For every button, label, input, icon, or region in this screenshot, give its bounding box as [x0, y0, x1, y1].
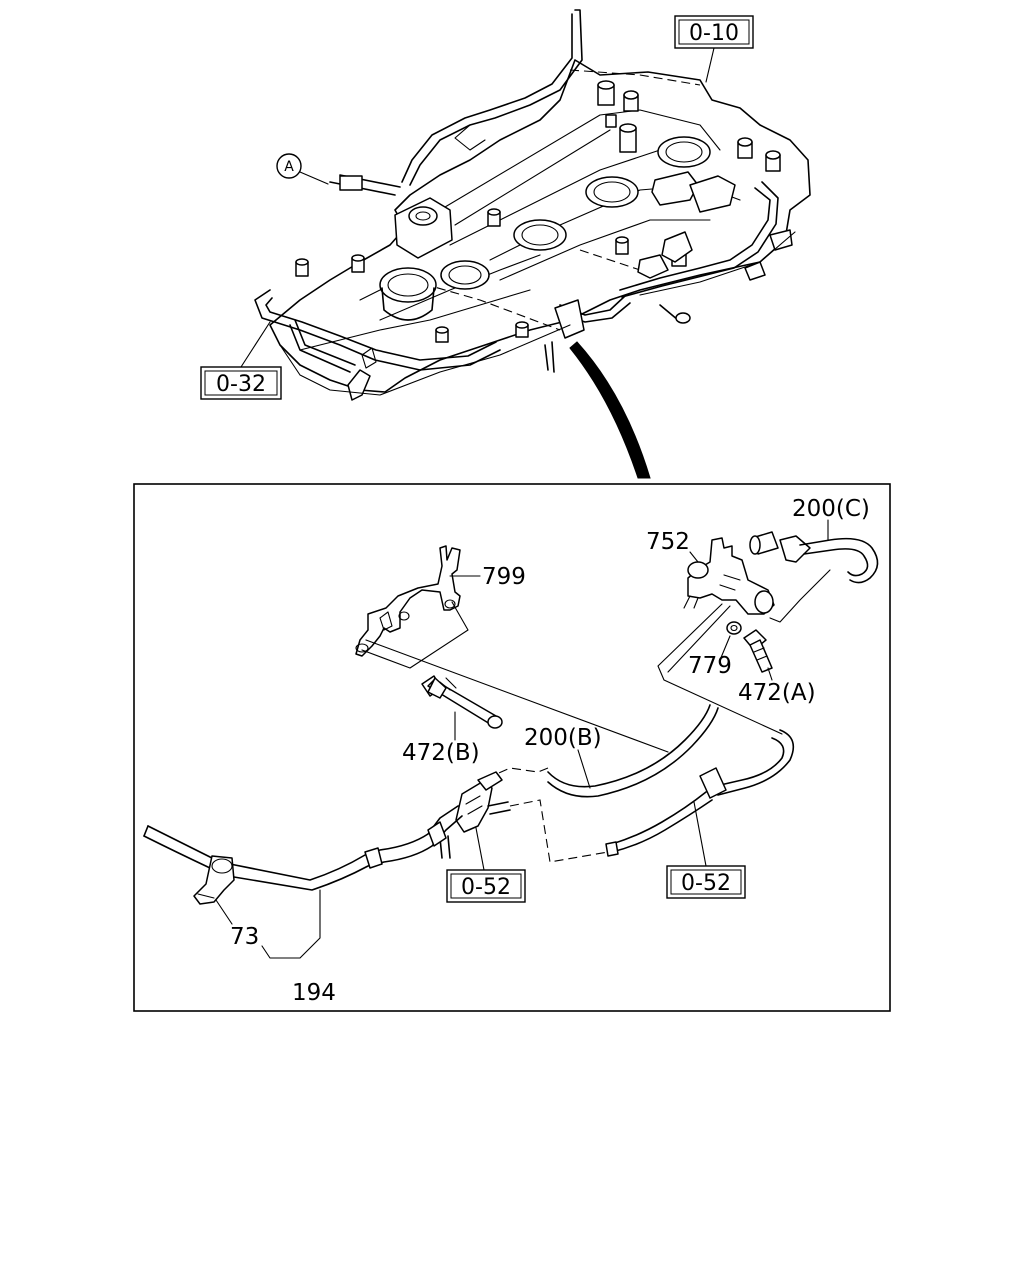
ref-box-0-52-right: 0-52 — [666, 801, 746, 899]
valve-projection-2 — [667, 605, 731, 673]
ref-label-right: 0-52 — [681, 871, 731, 896]
detail-frame — [133, 483, 891, 1012]
part-label-200b: 200(B) — [524, 725, 602, 751]
leader-752 — [689, 551, 699, 563]
valve-projection-1 — [657, 603, 783, 735]
bolt-472b — [421, 675, 503, 729]
leader-200c-lower — [769, 569, 831, 623]
leader-472a — [767, 667, 773, 681]
view-marker-a: A — [276, 153, 302, 179]
leader-200b — [577, 749, 591, 789]
part-label-194: 194 — [292, 980, 336, 1006]
hose-200c — [749, 531, 879, 584]
detail-callout-arrow — [569, 341, 651, 479]
hose-joint-clamp — [699, 767, 727, 799]
hose-200b — [547, 704, 711, 788]
part-label-799: 799 — [482, 564, 526, 590]
part-label-472b: 472(B) — [402, 740, 480, 766]
part-label-472a: 472(A) — [738, 680, 816, 706]
part-label-200c: 200(C) — [792, 496, 870, 522]
bracket-799 — [355, 545, 461, 657]
engine-assembly-illustration — [254, 9, 811, 401]
dashed-connector-1 — [491, 767, 549, 777]
valve-752 — [683, 537, 775, 615]
bracket-projection — [361, 601, 469, 669]
ref-box-0-10: 0-10 — [674, 15, 754, 83]
leader-194 — [261, 889, 321, 959]
part-label-752: 752 — [646, 529, 690, 555]
ref-label-center: 0-52 — [461, 875, 511, 900]
view-marker-letter: A — [284, 159, 294, 175]
ref-label-top: 0-10 — [689, 21, 739, 46]
ref-label-left: 0-32 — [216, 372, 266, 397]
view-marker-leader — [299, 171, 329, 185]
part-label-779: 779 — [688, 653, 732, 679]
junction-fitting — [439, 771, 511, 859]
bolt-472a — [743, 629, 773, 673]
ref-box-0-52-center: 0-52 — [446, 869, 526, 903]
leader-ref-center — [475, 827, 485, 871]
washer-779 — [726, 621, 742, 635]
ref-box-0-32: 0-32 — [200, 321, 282, 400]
clamp-73 — [193, 855, 235, 905]
hose-right-loop — [717, 729, 795, 796]
dashed-connector-2 — [509, 799, 609, 863]
leader-779 — [719, 635, 731, 661]
part-label-73: 73 — [230, 924, 259, 950]
leader-73 — [215, 899, 233, 925]
hose-194 — [143, 805, 463, 891]
